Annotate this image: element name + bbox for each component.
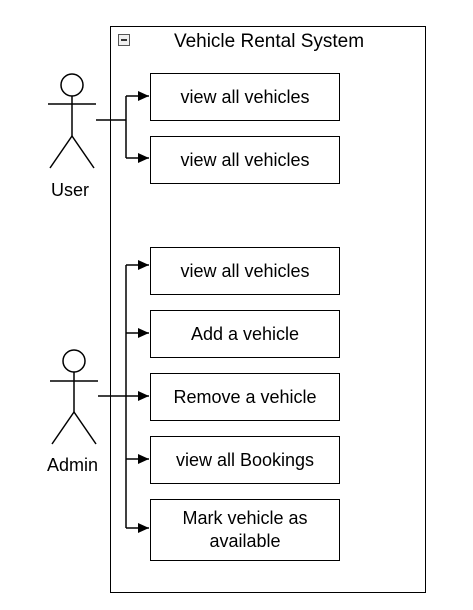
actor-label-user: User (51, 180, 90, 200)
system-title: Vehicle Rental System (173, 31, 365, 52)
system-boundary (110, 26, 426, 593)
collapse-icon[interactable] (118, 34, 130, 46)
user-actor-figure (48, 73, 96, 169)
actor-label-admin: Admin (47, 455, 99, 475)
use-case-admin-add-vehicle[interactable]: Add a vehicle (150, 310, 340, 358)
use-case-admin-mark-available[interactable]: Mark vehicle as available (150, 499, 340, 561)
use-case-admin-view-all-vehicles[interactable]: view all vehicles (150, 247, 340, 295)
admin-connectors (98, 260, 149, 533)
user-connectors (96, 91, 149, 163)
admin-actor-figure (50, 349, 98, 445)
use-case-admin-view-all-bookings[interactable]: view all Bookings (150, 436, 340, 484)
use-case-user-view-all-vehicles-1[interactable]: view all vehicles (150, 73, 340, 121)
use-case-admin-remove-vehicle[interactable]: Remove a vehicle (150, 373, 340, 421)
use-case-user-view-all-vehicles-2[interactable]: view all vehicles (150, 136, 340, 184)
